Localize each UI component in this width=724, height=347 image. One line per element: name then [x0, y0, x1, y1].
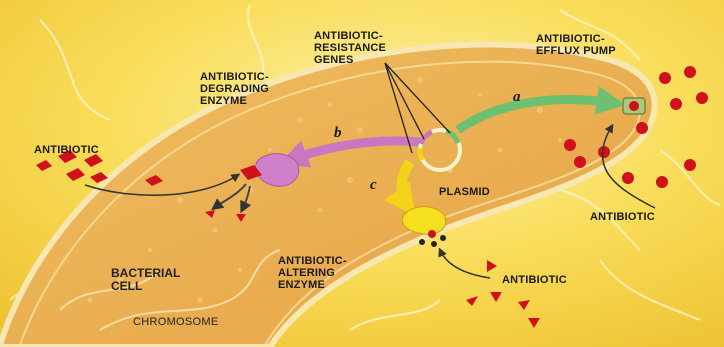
- label-antibiotic-bottom: ANTIBIOTIC: [502, 274, 567, 286]
- label-antibiotic-right: ANTIBIOTIC: [590, 211, 655, 223]
- label-plasmid: PLASMID: [439, 186, 490, 198]
- label-chromosome: CHROMOSOME: [133, 316, 219, 328]
- label-degrading-enzyme: ANTIBIOTIC-DEGRADINGENZYME: [200, 71, 269, 107]
- pathway-label-b: b: [334, 125, 342, 142]
- label-resistance-genes: ANTIBIOTIC-RESISTANCEGENES: [314, 30, 386, 66]
- pathway-label-c: c: [370, 177, 377, 194]
- efflux-pump: [623, 98, 645, 114]
- plasmid-gene-c: [420, 148, 422, 160]
- label-efflux-pump: ANTIBIOTIC-EFFLUX PUMP: [536, 33, 616, 57]
- label-antibiotic-left: ANTIBIOTIC: [34, 144, 99, 156]
- label-altering-enzyme: ANTIBIOTIC-ALTERINGENZYME: [278, 255, 347, 291]
- label-bacterial-cell: BACTERIALCELL: [111, 267, 180, 293]
- pathway-label-a: a: [513, 89, 521, 106]
